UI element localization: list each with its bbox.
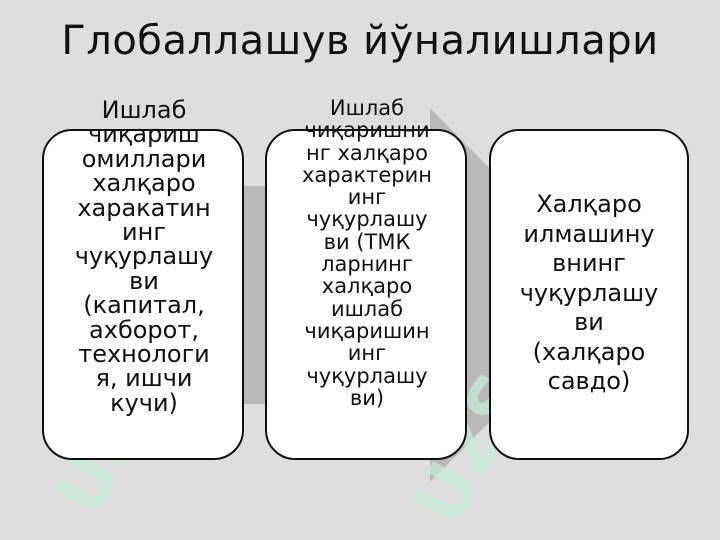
direction-box-1 (42, 129, 244, 460)
direction-text-2: Ишлаб чиқаришни нг халқаро характерин ин… (301, 96, 433, 410)
direction-text-1: Ишлаб чиқариш омиллари халқаро харакатин… (74, 96, 214, 417)
slide-title: Глобаллашув йўналишлари (61, 18, 659, 64)
direction-text-3: Халқаро илмашину внинг чуқурлашу ви (хал… (519, 190, 659, 395)
direction-box-2 (265, 129, 467, 460)
direction-box-3 (489, 129, 689, 460)
